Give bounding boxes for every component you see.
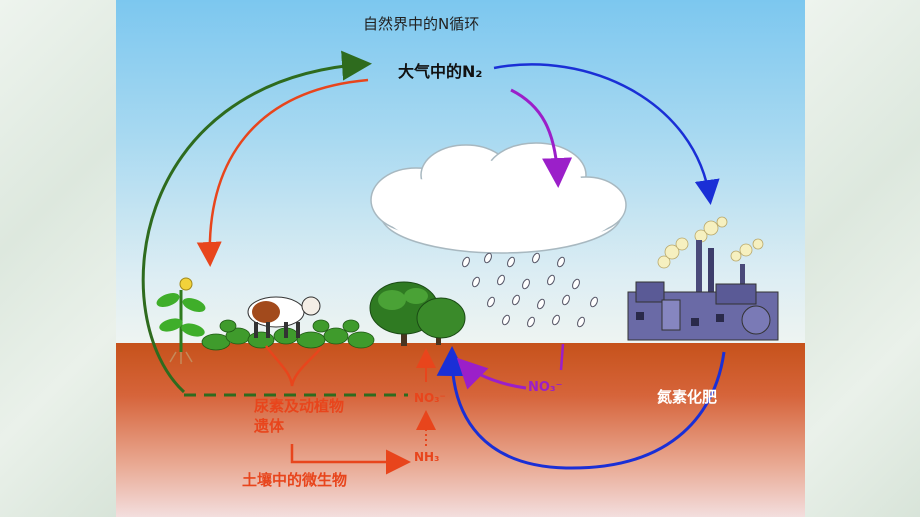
nitrogen-cycle-diagram: 自然界中的N循环 大气中的N₂ NO₃⁻ NH₃ NO₃⁻ 氮素化肥 尿素及动植… bbox=[116, 0, 805, 517]
cow-icon bbox=[247, 296, 321, 338]
soil-microbes-label: 土壤中的微生物 bbox=[242, 471, 348, 489]
green-arrow bbox=[141, 50, 372, 394]
atmosphere-n2-label: 大气中的N₂ bbox=[398, 62, 483, 81]
ammonia-label: NH₃ bbox=[414, 450, 440, 464]
nitrate-rain-label: NO₃⁻ bbox=[528, 380, 563, 395]
right-backdrop bbox=[805, 0, 920, 517]
purple-arrow-lightning bbox=[510, 88, 573, 188]
blue-arrow-fertilizer bbox=[436, 346, 726, 470]
purple-arrow-nitrate bbox=[456, 357, 527, 390]
red-arrow-microbes bbox=[290, 444, 411, 475]
diagram-title: 自然界中的N循环 bbox=[363, 15, 480, 33]
red-decay-branch bbox=[264, 345, 322, 387]
rain-icon bbox=[462, 252, 598, 328]
urea-remains-label: 尿素及动植物遗体 bbox=[254, 397, 345, 435]
diagram-art bbox=[141, 50, 779, 475]
left-backdrop bbox=[0, 0, 116, 517]
plant-icon bbox=[156, 277, 206, 364]
red-arrow-fixation bbox=[196, 78, 369, 267]
tree-icon bbox=[369, 281, 466, 346]
blue-arrow-industrial bbox=[493, 63, 720, 205]
cloud-icon bbox=[370, 142, 627, 254]
purple-rain-line bbox=[559, 343, 565, 371]
nitrate-soil-label: NO₃⁻ bbox=[414, 391, 446, 405]
fertilizer-label: 氮素化肥 bbox=[657, 388, 718, 406]
factory-icon bbox=[627, 216, 779, 341]
